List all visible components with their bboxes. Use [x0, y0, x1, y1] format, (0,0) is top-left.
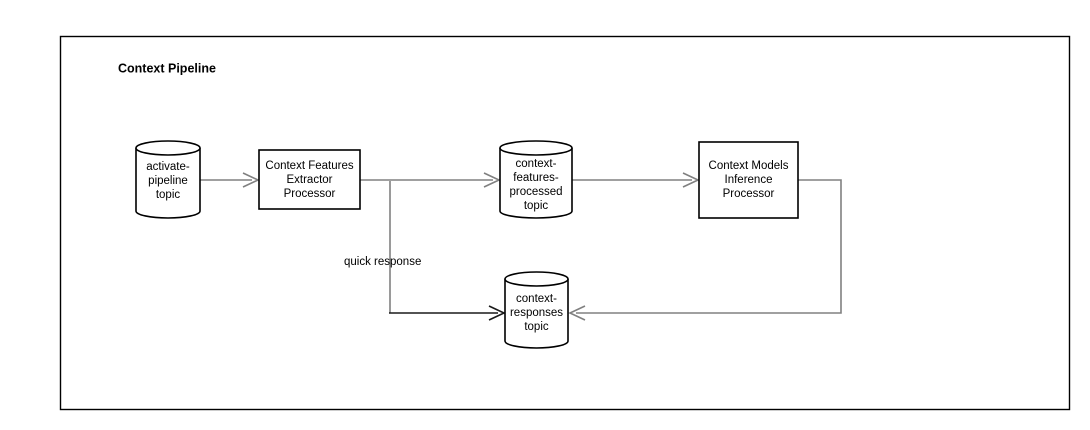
node-label-line: features-: [513, 172, 559, 184]
edge-extractor-to-features-processed: [360, 172, 501, 188]
edge-label-quick-response: quick response: [344, 256, 421, 268]
node-label-line: Processor: [284, 188, 336, 200]
edge-extractor-to-responses: [389, 181, 506, 321]
node-label-line: pipeline: [148, 175, 188, 187]
edge-features-processed-to-models: [572, 172, 700, 188]
node-label-line: activate-: [146, 161, 190, 173]
edge-activate-to-extractor: [200, 172, 260, 188]
node-label-line: Context Models: [709, 160, 789, 172]
node-label-line: Extractor: [286, 174, 332, 186]
node-label-line: responses: [510, 307, 563, 319]
node-label-line: context-: [516, 158, 557, 170]
node-context-responses-topic[interactable]: context- responses topic: [504, 271, 569, 349]
node-context-models-inference-processor[interactable]: Context Models Inference Processor: [698, 141, 799, 219]
node-context-features-extractor-processor[interactable]: Context Features Extractor Processor: [258, 149, 361, 210]
pipeline-container-frame: [59, 35, 1071, 411]
node-context-features-processed-topic[interactable]: context- features- processed topic: [499, 140, 573, 219]
node-label-line: topic: [156, 189, 181, 201]
node-label-line: topic: [524, 321, 549, 333]
node-label-line: Processor: [723, 188, 775, 200]
node-label-line: Inference: [725, 174, 773, 186]
node-label-line: processed: [509, 186, 562, 198]
node-label-line: Context Features: [265, 160, 353, 172]
node-label-line: topic: [524, 200, 549, 212]
page-title: Context Pipeline: [118, 61, 216, 75]
edge-models-to-responses: [568, 179, 842, 321]
node-label-line: context-: [516, 293, 557, 305]
node-activate-pipeline-topic[interactable]: activate- pipeline topic: [135, 140, 201, 219]
